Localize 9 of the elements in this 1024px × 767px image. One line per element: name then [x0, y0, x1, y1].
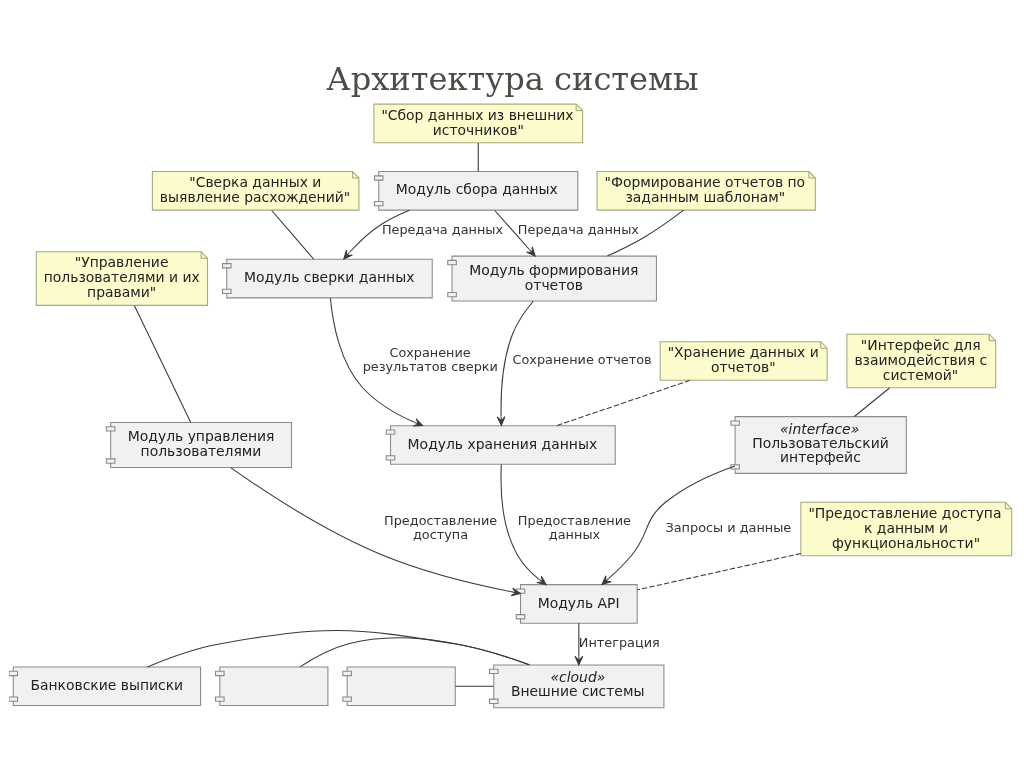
edge-label: Предоставление доступа [383, 512, 497, 542]
edge-label: Передача данных [381, 221, 503, 237]
edge-label: Запросы и данные [665, 519, 791, 535]
edge-label: Сохранение результатов сверки [362, 344, 498, 374]
edge-label: Интеграция [578, 634, 660, 650]
diagram-title: Архитектура системы [325, 59, 699, 98]
edge-label: Сохранение отчетов [512, 351, 652, 367]
edge-label: Передача данных [517, 221, 639, 237]
edge-label: Предоставление данных [517, 512, 631, 542]
